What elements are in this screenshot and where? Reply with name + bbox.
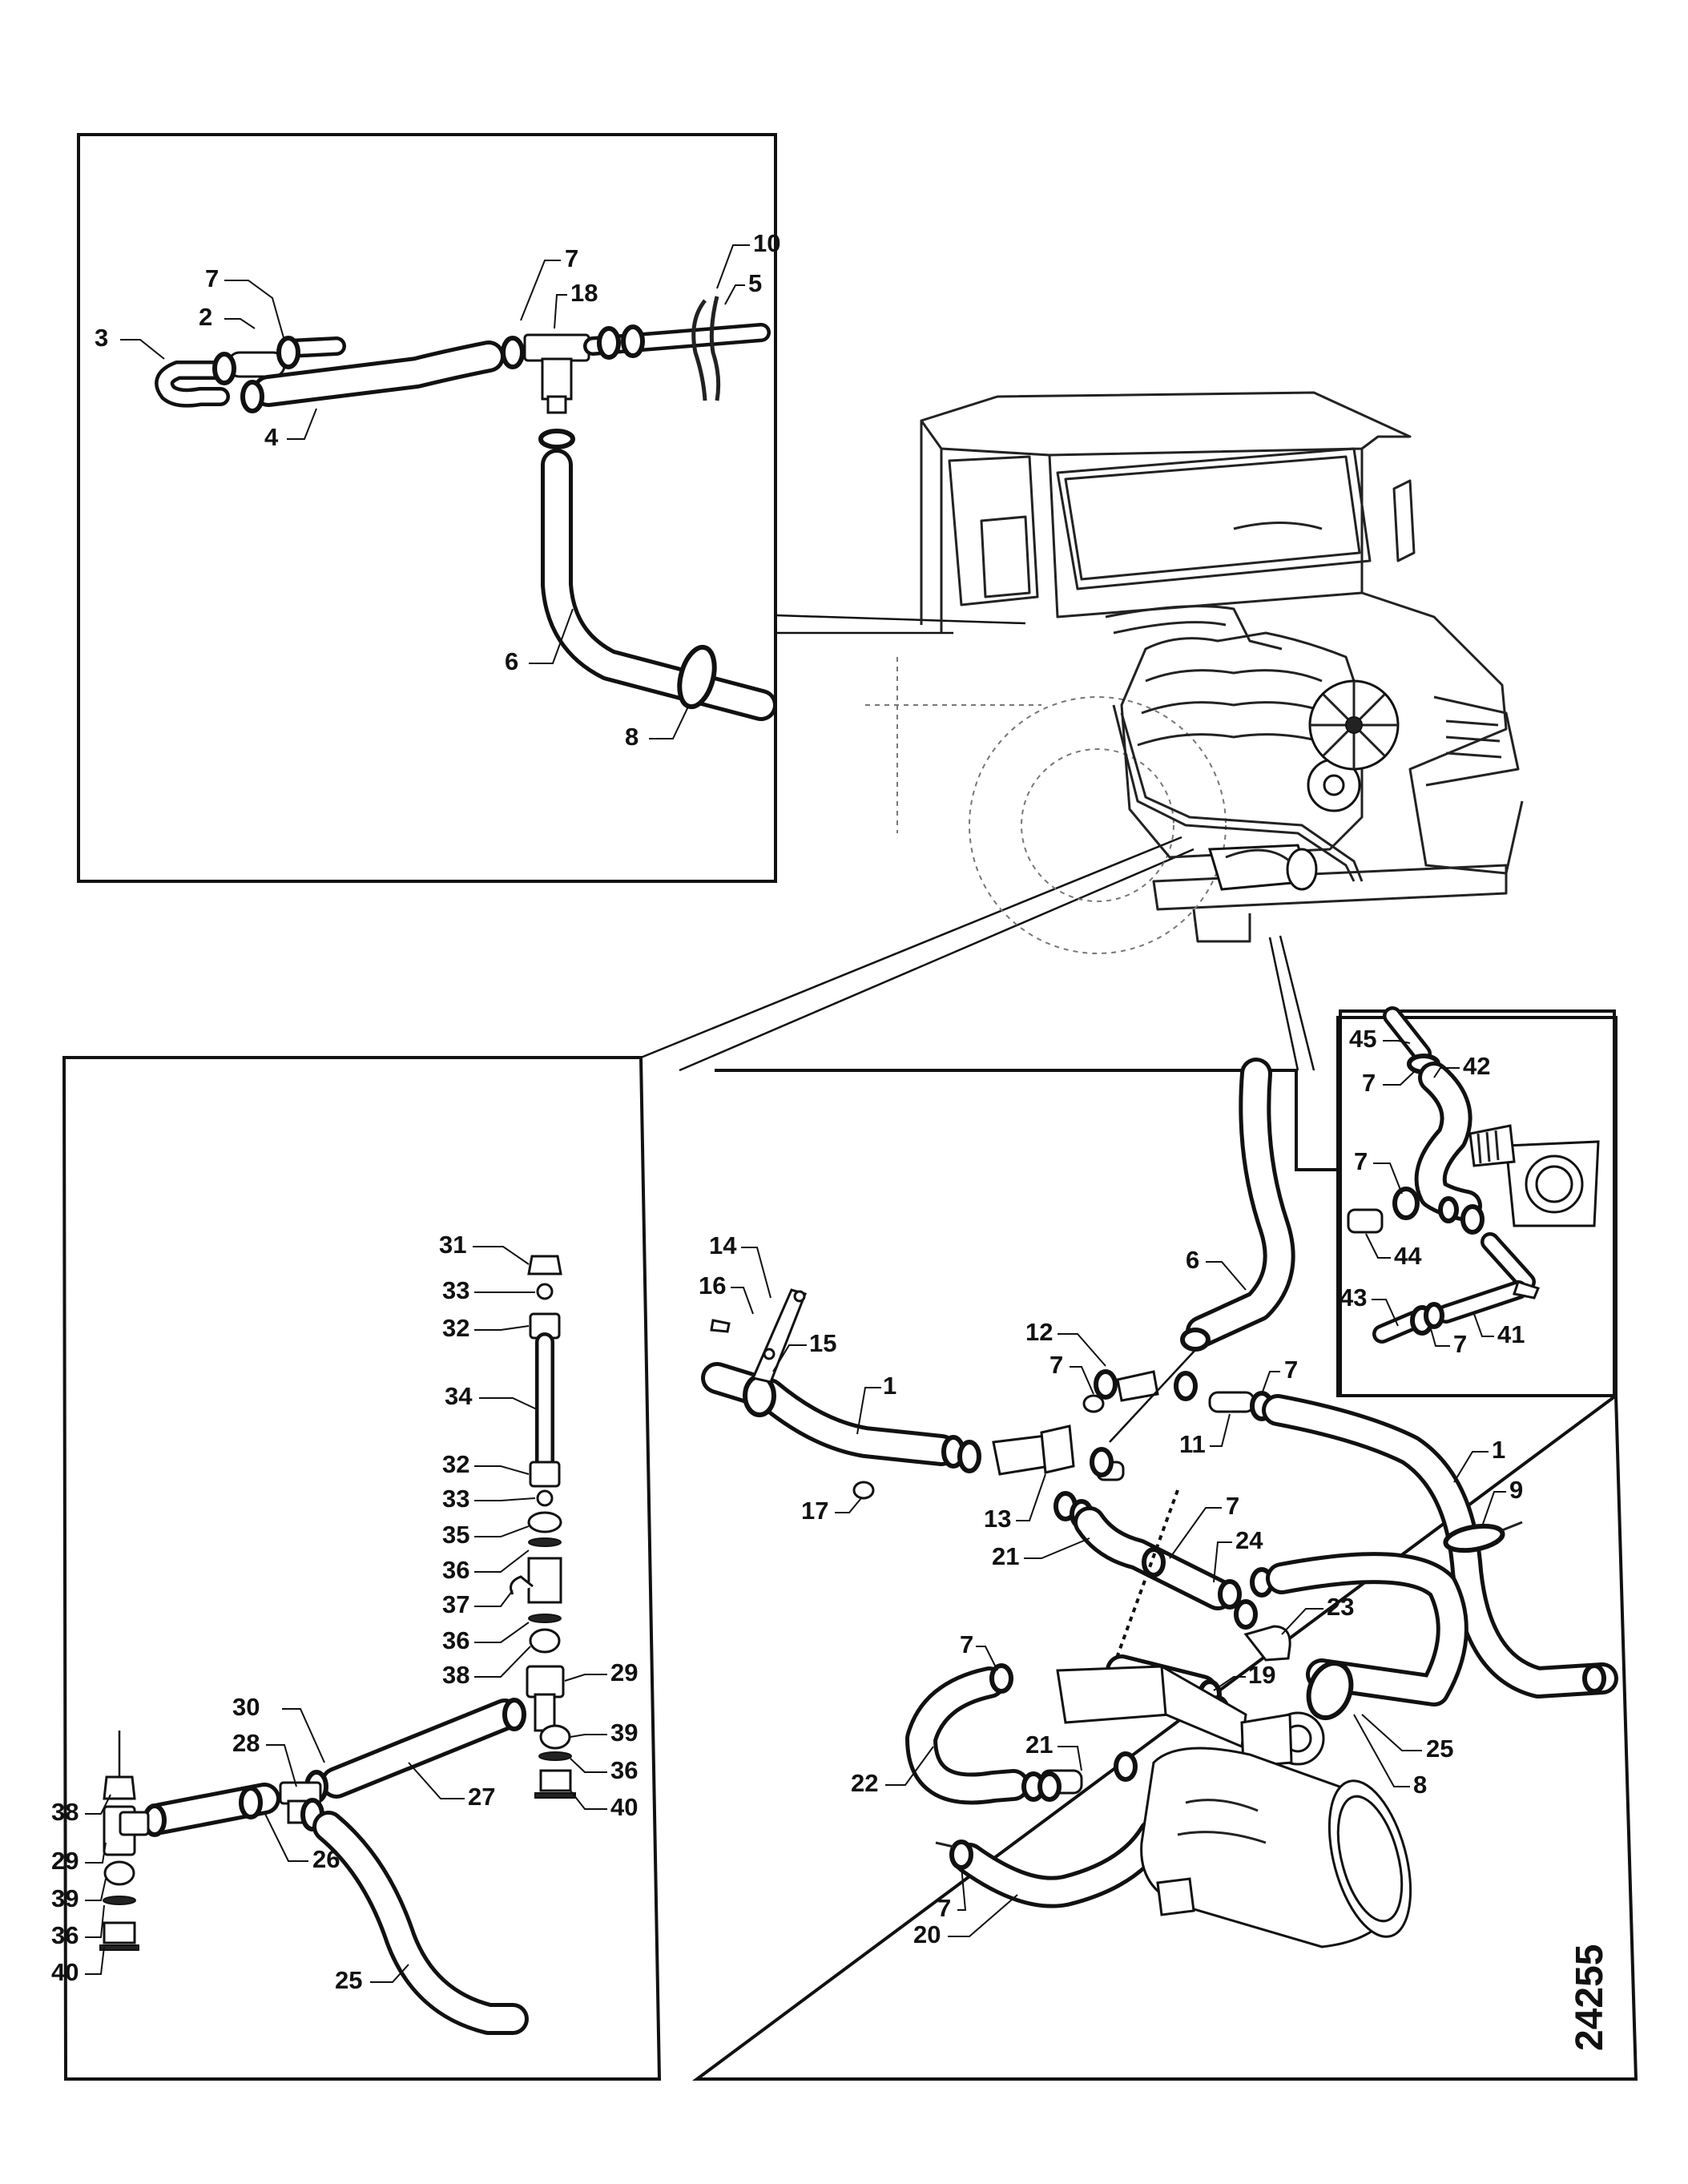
lower-left-panel-frame <box>62 1056 662 2081</box>
callout-ll-39b: 39 <box>51 1884 79 1912</box>
callout-ir-45: 45 <box>1349 1025 1376 1053</box>
callout-lr-22: 22 <box>851 1769 878 1797</box>
lower-right-callouts: 14 16 15 1 17 12 7 6 7 11 13 21 7 24 1 9… <box>699 1231 1523 1948</box>
callout-ll-29b: 29 <box>51 1847 79 1875</box>
truck-illustration <box>865 391 1524 954</box>
callout-ll-40a: 40 <box>610 1793 638 1821</box>
callout-ll-37: 37 <box>442 1590 469 1618</box>
callout-ll-40b: 40 <box>51 1958 79 1986</box>
callout-ll-33a: 33 <box>442 1276 469 1304</box>
callout-lr-7c: 7 <box>1226 1492 1239 1520</box>
callout-ir-7b: 7 <box>1354 1147 1368 1175</box>
callout-ll-38a: 38 <box>442 1661 469 1689</box>
lower-right-panel-frame <box>691 1016 1638 2081</box>
callout-ll-33b: 33 <box>442 1485 469 1513</box>
callout-ul-8: 8 <box>625 723 639 751</box>
callout-ll-25: 25 <box>335 1966 362 1994</box>
upper-left-callouts: 3 2 7 4 7 18 10 5 6 8 <box>95 229 780 751</box>
callout-ir-7c: 7 <box>1453 1330 1467 1358</box>
callout-ul-7b: 7 <box>565 244 578 272</box>
callout-ll-28: 28 <box>232 1729 260 1757</box>
connector-lines <box>640 614 1315 1072</box>
upper-left-hoses <box>155 296 777 721</box>
callout-lr-9: 9 <box>1509 1476 1523 1504</box>
callout-lr-25: 25 <box>1426 1735 1453 1763</box>
callout-lr-24: 24 <box>1235 1526 1263 1554</box>
callout-ul-3: 3 <box>95 324 108 352</box>
callout-lr-19: 19 <box>1248 1661 1275 1689</box>
callout-ll-30: 30 <box>232 1693 260 1721</box>
callout-ul-7a: 7 <box>205 264 219 292</box>
callout-lr-7b: 7 <box>1284 1356 1298 1384</box>
callout-ir-7a: 7 <box>1362 1069 1376 1097</box>
callout-ir-41: 41 <box>1497 1320 1525 1348</box>
callout-lr-21b: 21 <box>1025 1731 1053 1759</box>
callout-lr-7a: 7 <box>1049 1351 1063 1379</box>
callout-lr-11: 11 <box>1179 1430 1206 1458</box>
callout-ir-43: 43 <box>1340 1283 1367 1312</box>
lower-left-callouts: 31 33 32 34 32 33 35 36 37 36 38 29 39 3… <box>51 1231 638 1994</box>
callout-lr-14: 14 <box>709 1231 737 1259</box>
callout-lr-6: 6 <box>1186 1246 1199 1274</box>
callout-lr-1a: 1 <box>883 1372 896 1400</box>
callout-ul-4: 4 <box>264 423 279 451</box>
callout-lr-20: 20 <box>913 1920 941 1948</box>
inset-right-callouts: 45 7 42 7 44 43 7 41 <box>1340 1025 1525 1358</box>
callout-lr-17: 17 <box>801 1497 828 1525</box>
callout-ll-39a: 39 <box>610 1719 638 1747</box>
inset-right-panel-frame <box>1339 1009 1616 1397</box>
callout-ll-36c: 36 <box>610 1756 638 1784</box>
callout-lr-13: 13 <box>984 1505 1011 1533</box>
callout-ul-6: 6 <box>505 647 518 675</box>
callout-lr-21a: 21 <box>992 1542 1019 1570</box>
lower-right-parts <box>701 1058 1618 1948</box>
callout-ll-36d: 36 <box>51 1921 79 1949</box>
inset-right-parts <box>1347 1006 1600 1344</box>
callout-lr-8: 8 <box>1413 1771 1427 1799</box>
callout-lr-23: 23 <box>1327 1593 1354 1621</box>
callout-ul-10: 10 <box>753 229 780 257</box>
callout-ll-27: 27 <box>468 1783 495 1811</box>
callout-lr-7e: 7 <box>937 1894 951 1922</box>
callout-ll-29a: 29 <box>610 1658 638 1686</box>
callout-ll-38b: 38 <box>51 1798 79 1826</box>
callout-ul-5: 5 <box>748 269 762 297</box>
callout-lr-7d: 7 <box>960 1630 973 1658</box>
callout-ll-32a: 32 <box>442 1314 469 1342</box>
upper-left-panel-frame <box>77 133 777 883</box>
callout-lr-12: 12 <box>1025 1318 1053 1346</box>
callout-ul-2: 2 <box>199 303 212 331</box>
callout-ir-42: 42 <box>1463 1052 1490 1080</box>
callout-ll-32b: 32 <box>442 1450 469 1478</box>
callout-lr-16: 16 <box>699 1271 726 1300</box>
callout-lr-1b: 1 <box>1492 1436 1505 1464</box>
callout-ll-31: 31 <box>439 1231 466 1259</box>
callout-ll-26: 26 <box>312 1845 340 1873</box>
callout-ll-35: 35 <box>442 1521 469 1549</box>
drawing-number: 24255 <box>1569 1944 1611 2051</box>
callout-lr-15: 15 <box>809 1329 836 1357</box>
callout-ll-36a: 36 <box>442 1556 469 1584</box>
callout-ul-18: 18 <box>570 279 598 307</box>
callout-ir-44: 44 <box>1394 1242 1422 1270</box>
callout-ll-34: 34 <box>445 1382 473 1410</box>
lower-left-parts <box>99 1255 576 2035</box>
callout-ll-36b: 36 <box>442 1626 469 1654</box>
